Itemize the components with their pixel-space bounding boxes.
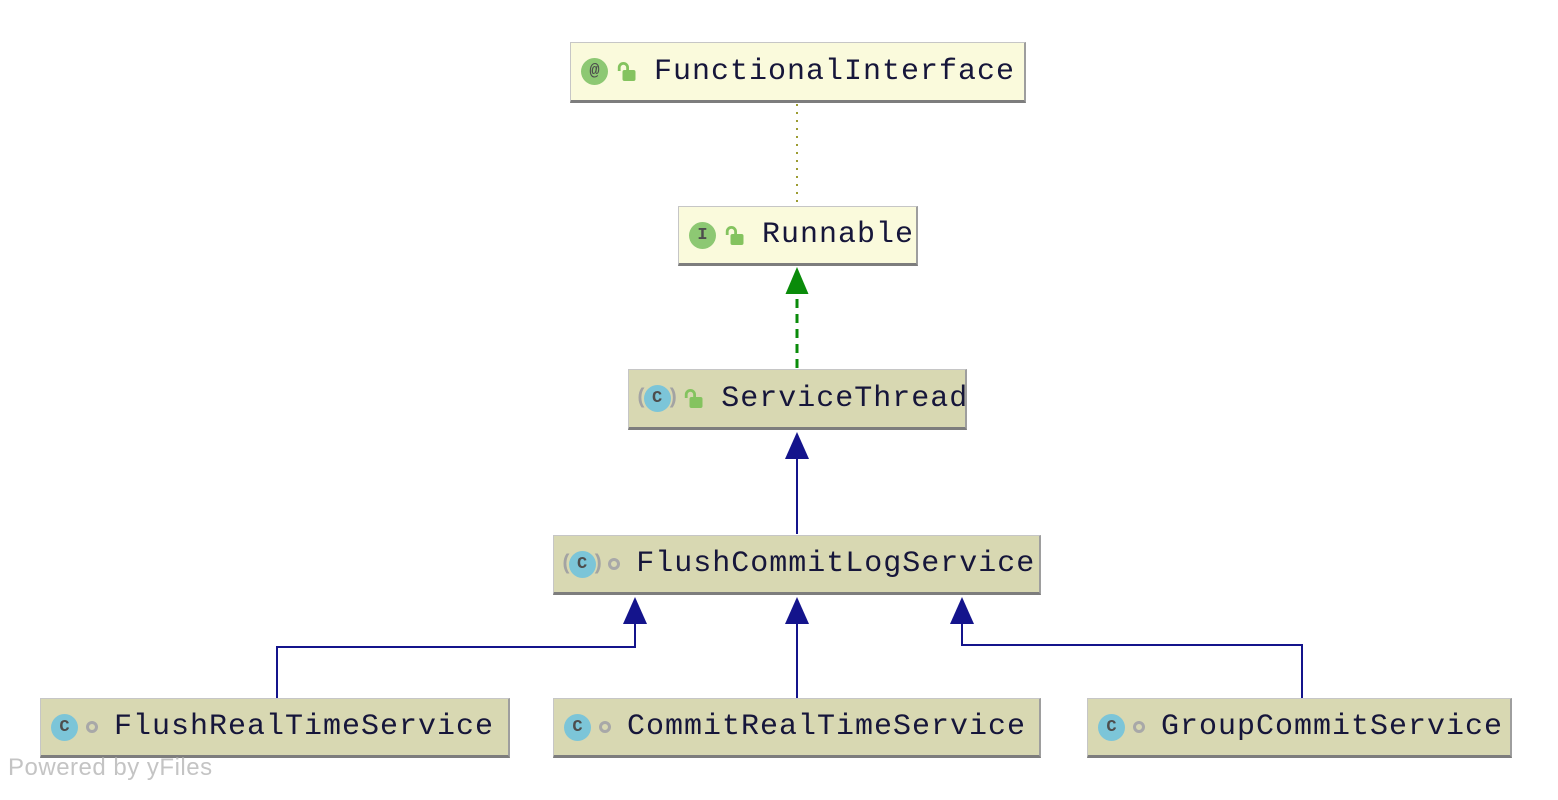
edge-extends-flushcommitlogservice-servicethread-arrowhead: [785, 432, 809, 459]
class-node-commit-real-time-service[interactable]: C CommitRealTimeService: [553, 698, 1041, 758]
abstract-paren: (: [635, 387, 648, 410]
edge-extends-commitrealtimeservice-flushcommitlogservice-arrowhead: [785, 597, 809, 624]
class-name-label: Runnable: [762, 218, 915, 252]
class-node-runnable[interactable]: I Runnable: [678, 206, 918, 266]
class-icon: C: [51, 713, 78, 741]
class-node-flush-commit-log-service[interactable]: (C) FlushCommitLogService: [553, 535, 1041, 595]
class-node-service-thread[interactable]: (C) ServiceThread: [628, 369, 967, 430]
yfiles-watermark: Powered by yFiles: [8, 754, 213, 781]
edge-extends-groupcommitservice-flushcommitlogservice[interactable]: [961, 622, 1303, 698]
package-private-icon: [86, 721, 98, 733]
abstract-paren: ): [666, 387, 680, 410]
public-open-lock-icon: [725, 225, 744, 245]
package-private-icon: [1133, 721, 1145, 733]
class-icon: C: [564, 713, 591, 741]
edge-extends-groupcommitservice-flushcommitlogservice-arrowhead: [950, 597, 974, 624]
public-open-lock-icon: [617, 62, 636, 81]
class-icon: C: [1098, 713, 1125, 741]
edge-extends-flushrealtimeservice-flushcommitlogservice-arrowhead: [623, 597, 647, 624]
abstract-paren: ): [591, 552, 605, 576]
class-name-label: FlushCommitLogService: [636, 547, 1036, 581]
abstract-class-icon: (C): [635, 385, 679, 412]
abstract-class-circle: C: [568, 550, 596, 578]
class-name-label: FunctionalInterface: [654, 54, 1016, 89]
package-private-icon: [599, 721, 611, 733]
class-node-group-commit-service[interactable]: C GroupCommitService: [1087, 698, 1512, 758]
annotation-icon: @: [581, 58, 608, 85]
class-name-label: CommitRealTimeService: [627, 710, 1027, 744]
class-node-flush-real-time-service[interactable]: C FlushRealTimeService: [40, 698, 510, 758]
abstract-class-icon: (C): [560, 550, 604, 578]
abstract-class-circle: C: [643, 385, 671, 412]
package-private-icon: [608, 558, 621, 570]
class-name-label: FlushRealTimeService: [114, 710, 495, 744]
class-node-functional-interface[interactable]: @ FunctionalInterface: [570, 42, 1026, 103]
class-name-label: ServiceThread: [721, 381, 969, 416]
public-open-lock-icon: [685, 389, 703, 408]
edge-implements-servicethread-runnable-arrowhead: [785, 267, 809, 294]
class-name-label: GroupCommitService: [1161, 710, 1504, 744]
edge-extends-flushrealtimeservice-flushcommitlogservice[interactable]: [276, 622, 636, 698]
interface-icon: I: [689, 221, 716, 249]
abstract-paren: (: [560, 552, 573, 576]
